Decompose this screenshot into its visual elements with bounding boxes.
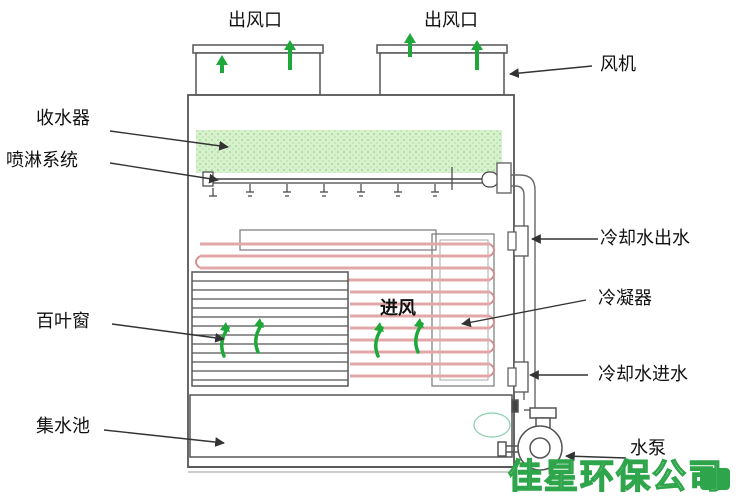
label-outlet-left: 出风口 bbox=[228, 10, 282, 31]
label-pump: 水泵 bbox=[630, 438, 666, 459]
water-pump bbox=[497, 399, 563, 471]
label-cooling-water-in: 冷却水进水 bbox=[598, 364, 688, 385]
label-mist-collector: 收水器 bbox=[36, 108, 90, 129]
logo-mark bbox=[700, 468, 730, 490]
fan-housing-right bbox=[376, 44, 508, 96]
water-pipe bbox=[496, 162, 536, 411]
label-fan: 风机 bbox=[600, 54, 636, 75]
label-basin: 集水池 bbox=[36, 416, 90, 437]
label-leaders bbox=[103, 65, 627, 462]
spray-system bbox=[202, 167, 499, 197]
water-basin bbox=[189, 394, 513, 458]
label-spray-system: 喷淋系统 bbox=[6, 150, 78, 171]
louver-panel bbox=[191, 271, 349, 387]
air-flow-arrows bbox=[216, 33, 483, 73]
label-condenser: 冷凝器 bbox=[598, 288, 652, 309]
label-outlet-right: 出风口 bbox=[424, 10, 478, 31]
fan-housing-left bbox=[192, 44, 324, 96]
label-cooling-water-out: 冷却水出水 bbox=[600, 228, 690, 249]
label-louver: 百叶窗 bbox=[36, 311, 90, 332]
watermark-text: 佳星环保公司 bbox=[507, 457, 724, 497]
label-air-inlet: 进风 bbox=[380, 298, 416, 319]
condenser-coil bbox=[195, 225, 529, 393]
